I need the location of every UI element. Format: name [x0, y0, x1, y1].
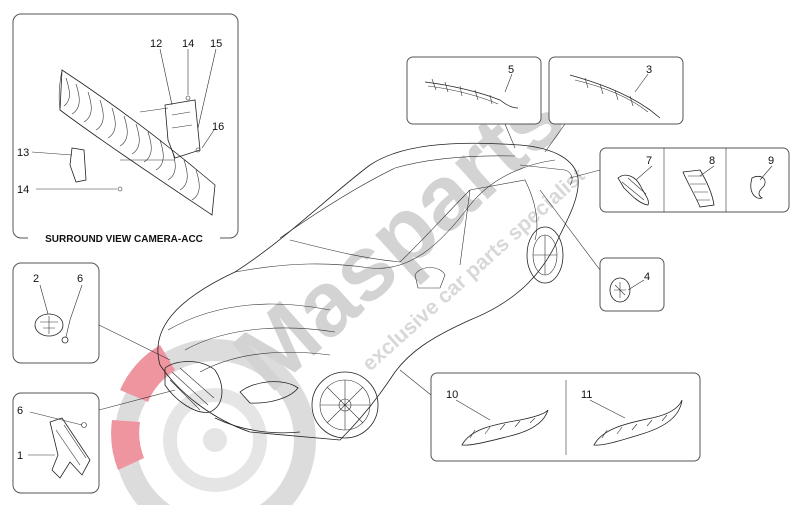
- watermark-wheel-logo: [111, 339, 316, 505]
- badge-8: [682, 169, 715, 208]
- badge-clip: [61, 336, 69, 344]
- callout-2: 2: [33, 273, 39, 285]
- camera-bracket: [164, 99, 201, 159]
- callout-15: 15: [210, 38, 222, 50]
- callout-8: 8: [709, 155, 715, 167]
- grille-bracket: [49, 417, 91, 479]
- callout-14-left: 14: [17, 184, 29, 196]
- badge-10: [461, 409, 549, 446]
- front-badge-box: 2 6: [12, 262, 171, 364]
- side-badge-box: 7 8 9: [569, 147, 790, 213]
- callout-11: 11: [581, 389, 592, 401]
- callout-4: 4: [644, 271, 650, 283]
- leader-lines-camera-box: [31, 48, 217, 190]
- side-bracket: [69, 147, 87, 183]
- trident-badge: [34, 313, 64, 337]
- badge-11: [593, 399, 683, 446]
- callout-7: 7: [646, 155, 652, 167]
- callout-5: 5: [508, 64, 514, 76]
- trident-emblem-box: 4: [539, 189, 665, 312]
- callout-3: 3: [646, 64, 652, 76]
- camera-acc-box: SURROUND VIEW CAMERA-ACC 12 14 15 16 13 …: [12, 13, 239, 245]
- fender-badge-box: 10 11: [399, 369, 701, 462]
- trident-emblem: [609, 277, 631, 303]
- callout-9: 9: [768, 155, 774, 167]
- callout-13: 13: [17, 147, 29, 159]
- callout-10: 10: [446, 389, 458, 401]
- callout-12: 12: [150, 38, 162, 50]
- badge-7: [617, 174, 649, 206]
- camera-acc-caption: SURROUND VIEW CAMERA-ACC: [45, 234, 203, 245]
- callout-14-top: 14: [182, 38, 194, 50]
- trunk-badge-box-5: 5: [406, 56, 542, 149]
- callout-6-bottom: 6: [17, 405, 23, 417]
- callout-16: 16: [212, 121, 224, 133]
- front-grille-illustration: [58, 69, 216, 216]
- callout-6-mid: 6: [77, 273, 83, 285]
- script-badge-3: [569, 74, 661, 119]
- trunk-badge-box-3: 3: [544, 56, 684, 153]
- script-badge-5: [424, 81, 519, 109]
- grille-bracket-box: 6 1: [12, 389, 176, 494]
- callout-1: 1: [17, 450, 23, 462]
- car-illustration: [157, 142, 579, 441]
